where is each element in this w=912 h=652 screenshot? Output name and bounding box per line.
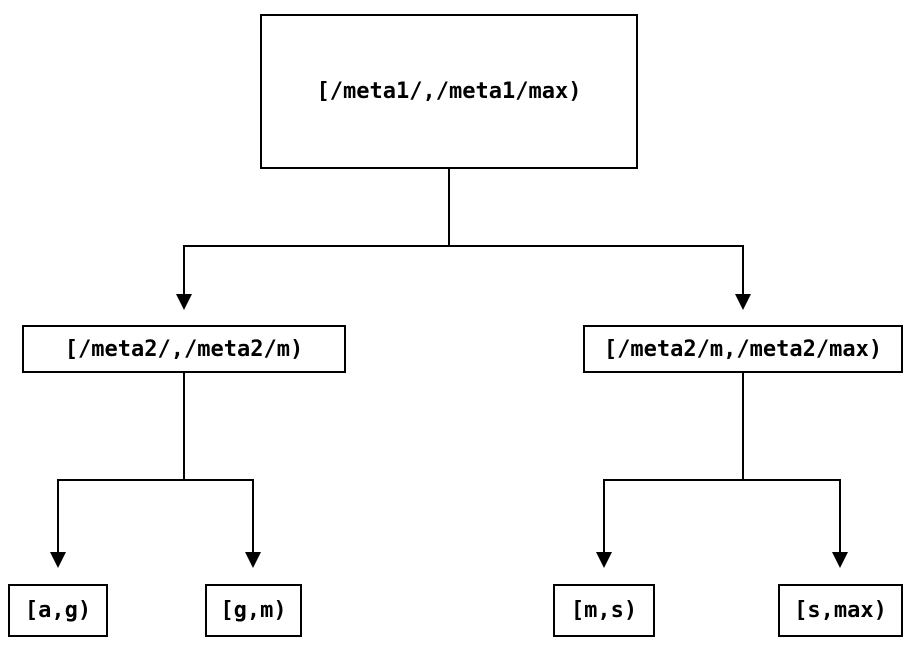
node-right-range: [/meta2/m,/meta2/max) — [583, 325, 903, 373]
arrow-down-icon — [50, 552, 66, 568]
arrow-down-icon — [176, 294, 192, 310]
node-leaf-smax: [s,max) — [778, 584, 903, 637]
node-leaf-ms: [m,s) — [553, 584, 655, 637]
arrow-down-icon — [735, 294, 751, 310]
node-leaf-ag: [a,g) — [8, 584, 108, 637]
node-left-range: [/meta2/,/meta2/m) — [22, 325, 346, 373]
arrow-down-icon — [245, 552, 261, 568]
arrow-down-icon — [596, 552, 612, 568]
node-leaf-gm: [g,m) — [205, 584, 302, 637]
arrow-down-icon — [832, 552, 848, 568]
node-root-range: [/meta1/,/meta1/max) — [260, 14, 638, 169]
